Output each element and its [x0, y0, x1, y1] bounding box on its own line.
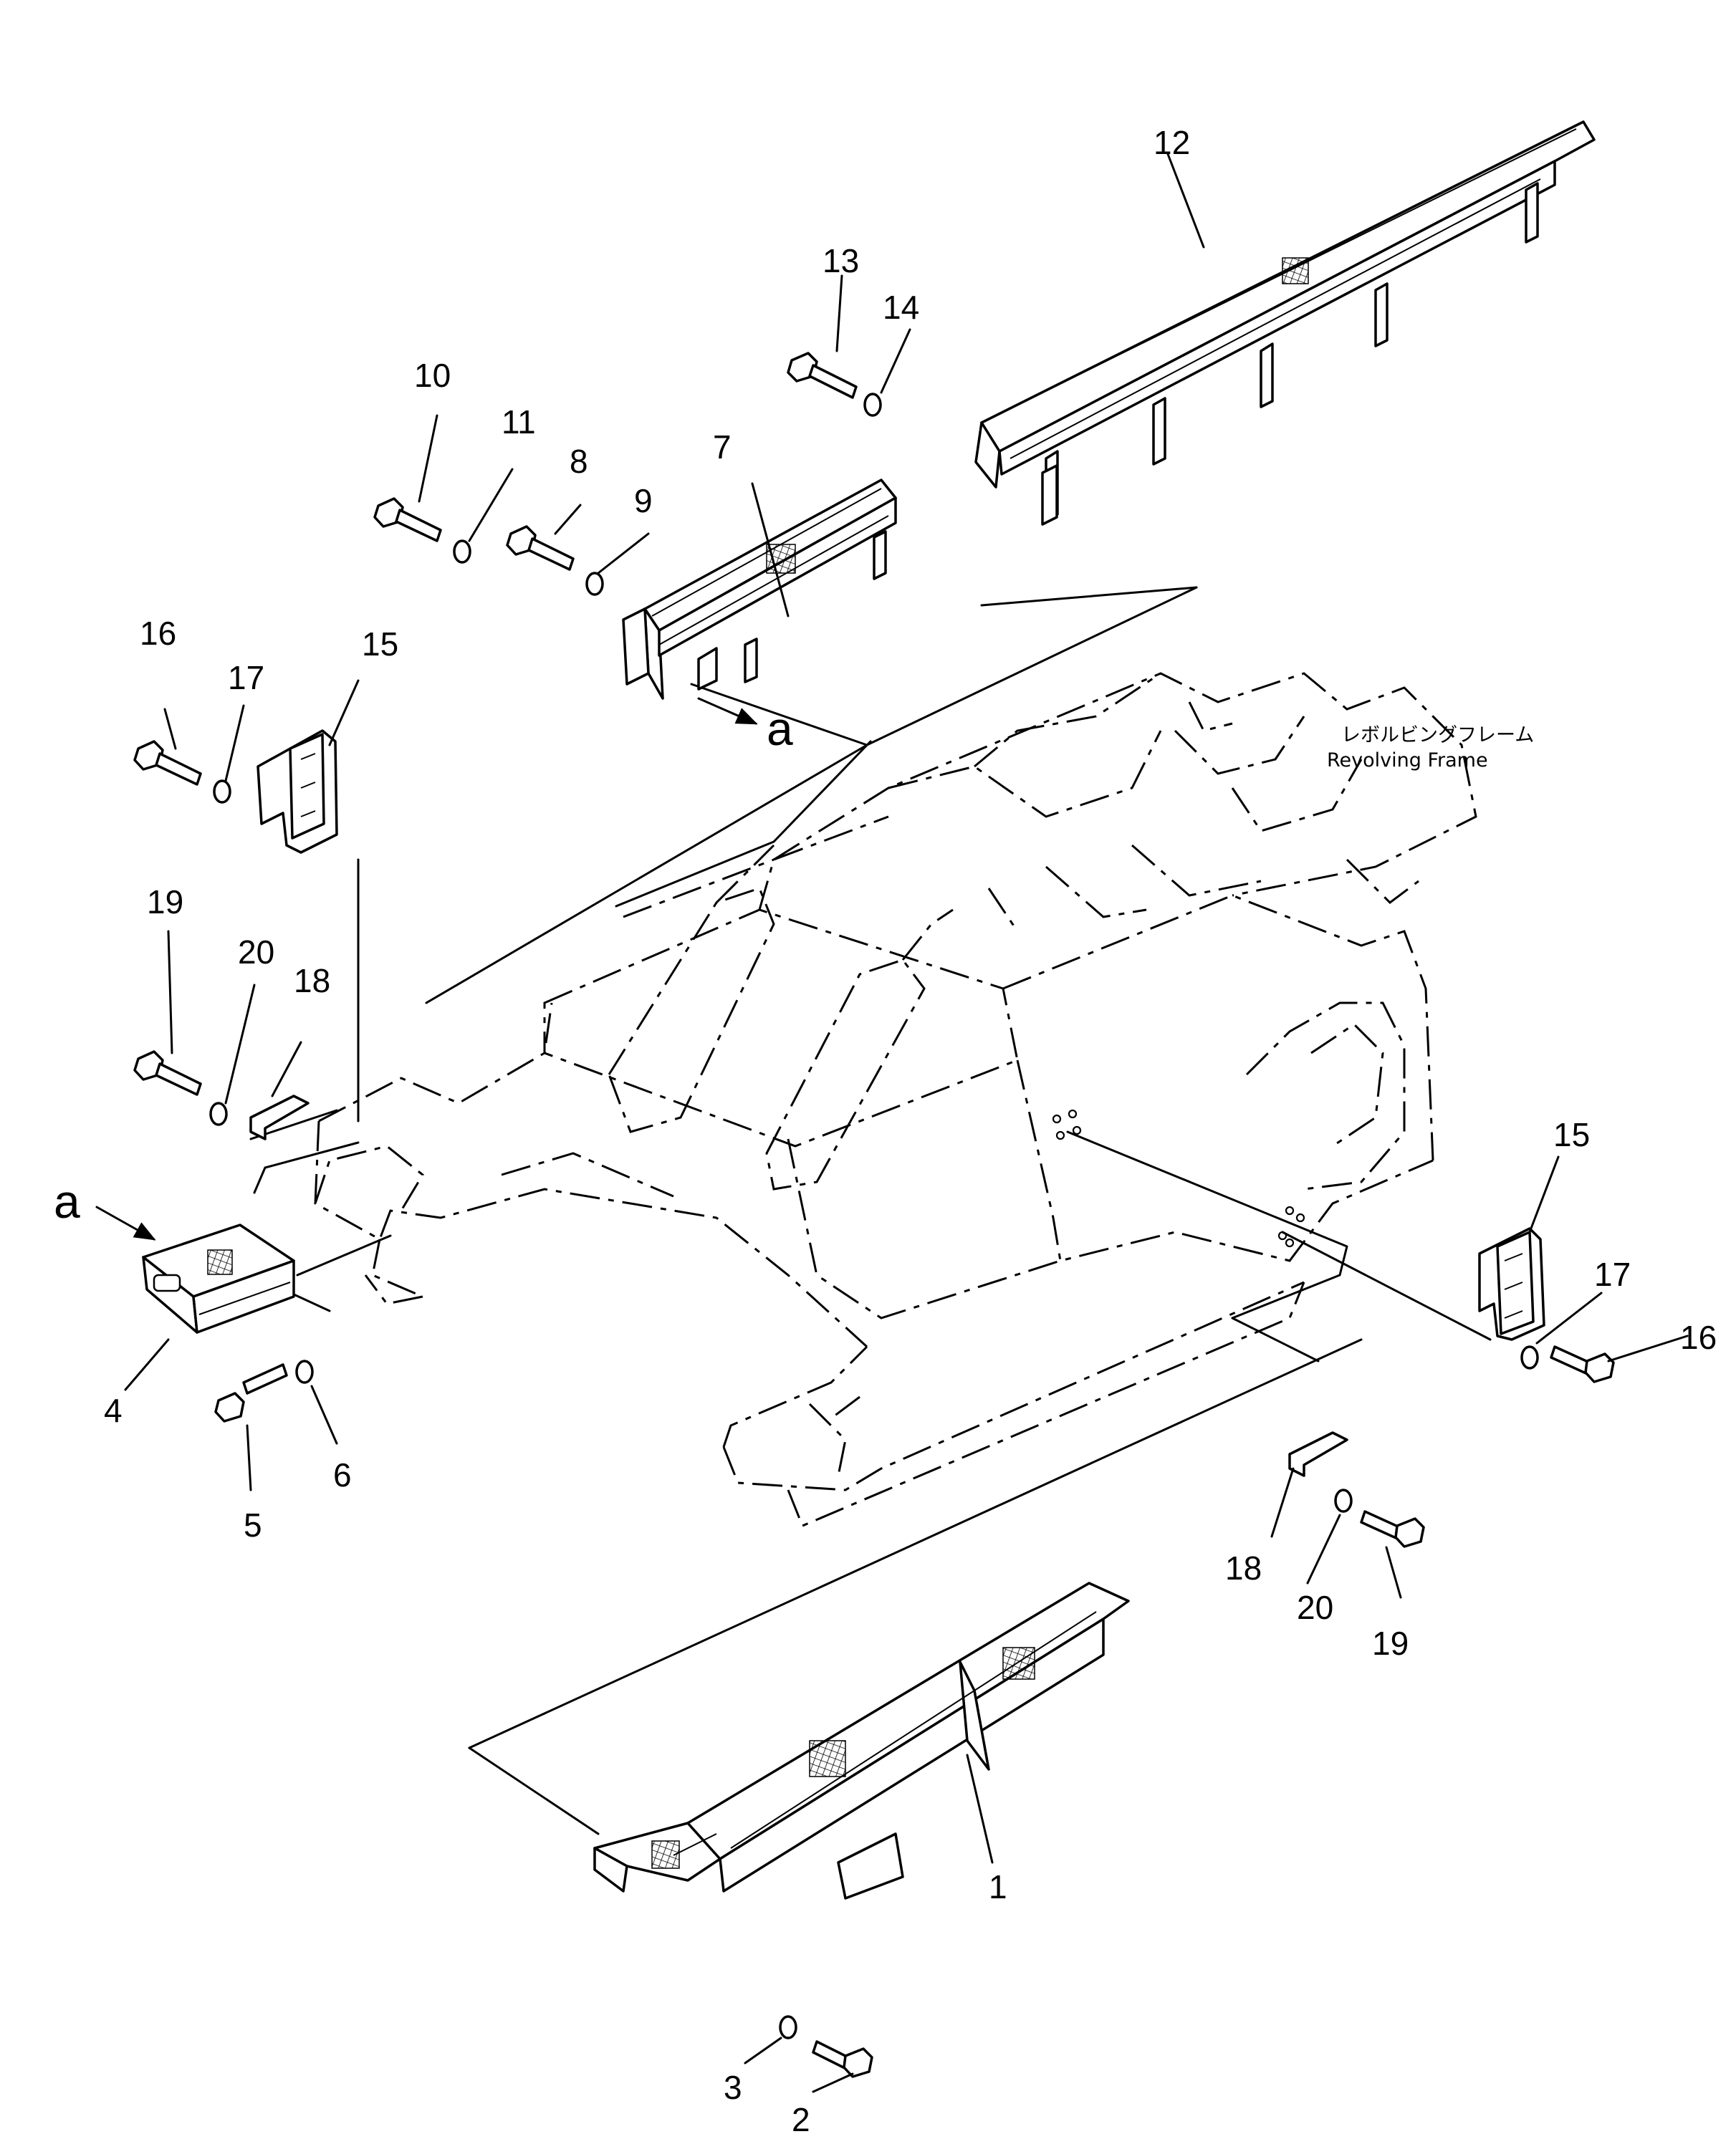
callout-17-right: 17	[1594, 1256, 1631, 1293]
callout-10: 10	[414, 357, 451, 394]
callout-16-right: 16	[1680, 1319, 1717, 1356]
bolt-13	[787, 352, 858, 399]
callout-20-right: 20	[1297, 1589, 1333, 1626]
callout-2: 2	[792, 2101, 810, 2138]
callout-11: 11	[502, 403, 536, 441]
callout-7: 7	[713, 428, 732, 466]
bolt-5	[214, 1363, 288, 1423]
callout-15-right: 15	[1553, 1116, 1590, 1153]
bolt-8	[506, 525, 575, 571]
bolt-16-right	[1550, 1345, 1615, 1383]
part-15-bracket-left	[256, 729, 338, 854]
callout-9: 9	[634, 482, 653, 519]
part-18-clip-left	[249, 1095, 310, 1140]
view-marker-a-lower: a	[54, 1175, 80, 1228]
bolt-10	[373, 497, 442, 542]
washer-17-left	[213, 779, 231, 804]
revolving-frame	[314, 672, 1477, 1527]
bolt-2	[812, 2040, 873, 2078]
callout-leaders	[124, 153, 1689, 2093]
assembly-lines	[249, 586, 1492, 1835]
callout-19-left: 19	[147, 883, 183, 921]
washer-17-right	[1520, 1345, 1539, 1370]
callout-19-right: 19	[1372, 1625, 1409, 1662]
callout-20-left: 20	[238, 933, 274, 971]
view-arrows	[95, 697, 758, 1241]
bolts-washers	[133, 352, 1615, 2078]
callout-17-left: 17	[228, 659, 264, 696]
washer-11	[453, 539, 471, 564]
part-4-step	[142, 1224, 295, 1334]
callout-15-left: 15	[362, 625, 398, 663]
washer-20-right	[1334, 1489, 1353, 1513]
callout-18-left: 18	[294, 962, 330, 999]
frame-label-japanese: レボルビングフレーム	[1341, 724, 1534, 746]
washer-14	[863, 393, 882, 417]
washer-9	[585, 572, 604, 596]
callout-13: 13	[823, 242, 859, 279]
bolt-19-right	[1360, 1510, 1425, 1548]
callout-18-right: 18	[1225, 1549, 1262, 1587]
callout-6: 6	[333, 1456, 352, 1494]
callout-12: 12	[1154, 124, 1190, 161]
callout-8: 8	[570, 443, 588, 480]
bolt-19-left	[133, 1050, 202, 1096]
part-18-clip-right	[1288, 1431, 1348, 1477]
frame-label-english: Revolving Frame	[1327, 749, 1488, 772]
part-1-front-deck	[593, 1582, 1130, 1900]
part-15-bracket-right	[1478, 1227, 1545, 1341]
washer-3	[779, 2015, 797, 2039]
bolt-16-left	[133, 740, 202, 786]
callout-4: 4	[104, 1392, 123, 1429]
callout-labels: 12 13 14 10 11 8 9 7 16 17 15 19 20 18 4…	[54, 124, 1717, 2138]
washer-20-left	[209, 1102, 228, 1126]
callout-1: 1	[989, 1868, 1007, 1905]
view-marker-a-upper: a	[767, 702, 793, 755]
callout-5: 5	[244, 1506, 262, 1544]
callout-14: 14	[883, 289, 919, 326]
washer-6	[295, 1360, 314, 1384]
part-12-catwalk	[974, 120, 1596, 526]
callout-3: 3	[724, 2069, 742, 2106]
callout-16-left: 16	[140, 615, 176, 652]
